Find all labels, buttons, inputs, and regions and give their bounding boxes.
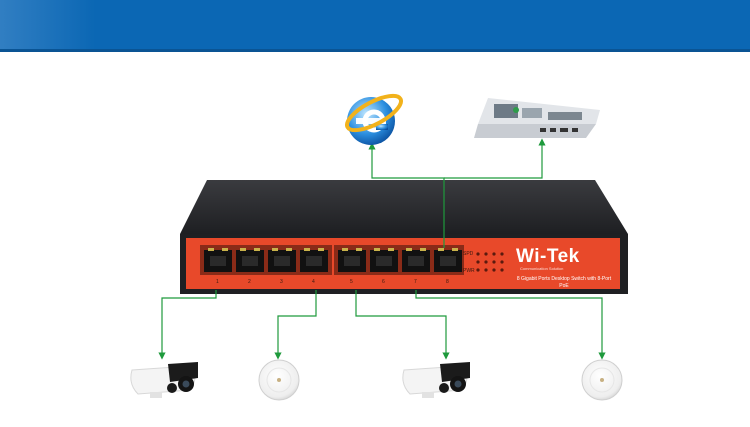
port-label-7: 7 <box>414 279 417 285</box>
link-to-camera-1 <box>158 290 217 360</box>
ie-browser-icon <box>345 93 403 145</box>
rj45-ports <box>200 245 464 275</box>
nvr-recorder-icon <box>474 98 600 138</box>
port-label-5: 5 <box>350 279 353 285</box>
product-description: 8 Gigabit Ports Desktop Switch with 8-Po… <box>516 276 612 289</box>
link-to-ap-1 <box>274 290 317 360</box>
header-accent <box>0 0 95 52</box>
link-to-nvr <box>444 138 546 179</box>
port-label-4: 4 <box>312 279 315 285</box>
led-label-spd: SPD <box>463 251 474 257</box>
link-to-browser <box>368 142 445 248</box>
brand-logo: Wi-Tek <box>516 246 580 267</box>
link-to-camera-2 <box>355 290 450 360</box>
port-label-3: 3 <box>280 279 283 285</box>
header-underline <box>0 49 750 52</box>
port-label-2: 2 <box>248 279 251 285</box>
link-to-ap-2 <box>415 290 606 360</box>
header-bar <box>0 0 750 52</box>
poe-switch <box>180 180 628 294</box>
bullet-camera-icon <box>130 362 198 398</box>
status-leds <box>476 252 504 272</box>
ceiling-ap-icon <box>581 359 623 401</box>
led-label-pwr: PWR <box>463 268 475 274</box>
connection-lines <box>158 138 606 360</box>
brand-tagline: Communication Solution <box>520 266 564 271</box>
port-label-6: 6 <box>382 279 385 285</box>
port-label-1: 1 <box>216 279 219 285</box>
ceiling-ap-icon <box>258 359 300 401</box>
port-label-8: 8 <box>446 279 449 285</box>
bullet-camera-icon <box>402 362 470 398</box>
